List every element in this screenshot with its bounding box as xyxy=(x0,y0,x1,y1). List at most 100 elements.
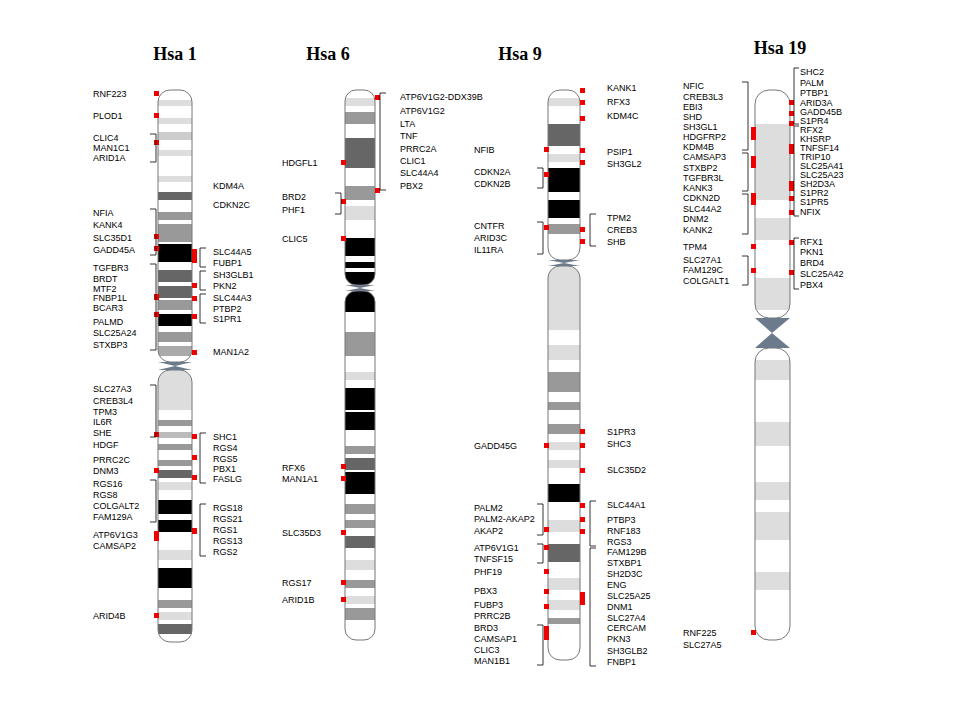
gene-label: TRIP10 xyxy=(800,152,831,162)
gene-label: CLIC5 xyxy=(282,234,308,244)
gene-label: SH3GLB1 xyxy=(213,270,254,280)
gene-label: RGS1 xyxy=(213,525,238,535)
gene-label: EBI3 xyxy=(683,102,703,112)
gene-label: GADD45G xyxy=(474,441,517,451)
gene-label: KANK3 xyxy=(683,183,713,193)
gene-brackets xyxy=(150,68,799,666)
centromere xyxy=(345,288,375,291)
gene-label: HDGF xyxy=(93,440,119,450)
gene-label: PRRC2B xyxy=(474,611,511,621)
gene-label: LTA xyxy=(400,119,415,129)
gene-label: SH3GLB2 xyxy=(607,646,648,656)
gene-label: CAMSAP1 xyxy=(474,634,517,644)
gene-label: SLC44A1 xyxy=(607,500,646,510)
gene-label: ARID1B xyxy=(282,595,315,605)
gene-label: CNTFR xyxy=(474,221,505,231)
gene-label: COLGALT2 xyxy=(93,501,139,511)
gene-label: FASLG xyxy=(213,474,242,484)
gene-label: PHF1 xyxy=(282,205,305,215)
chromosome-outline xyxy=(548,90,580,260)
gene-label: RFX1 xyxy=(800,237,823,247)
chromosome-outline xyxy=(345,90,375,285)
gene-label: SH2D3A xyxy=(800,179,835,189)
gene-label: MAN1B1 xyxy=(474,656,510,666)
gene-label: CREB3L3 xyxy=(683,92,723,102)
chromosome-arm xyxy=(755,348,790,640)
gene-label: S1PR5 xyxy=(800,197,829,207)
chromosome-title: Hsa 1 xyxy=(153,44,197,64)
locus-marks xyxy=(154,88,794,640)
gene-label: TGFBR3 xyxy=(93,263,129,273)
chromosome-title: Hsa 9 xyxy=(498,44,542,64)
gene-label: PALM xyxy=(800,78,824,88)
gene-label: CDKN2C xyxy=(213,200,250,210)
gene-label: RGS8 xyxy=(93,490,118,500)
chromosome-arm xyxy=(158,370,192,642)
gene-label: TPM3 xyxy=(93,407,117,417)
chromosome-title: Hsa 19 xyxy=(754,38,807,58)
gene-label: KANK4 xyxy=(93,220,123,230)
gene-label: HDGFL1 xyxy=(282,158,318,168)
gene-label: SH3GL2 xyxy=(607,159,642,169)
gene-label: SLC44A4 xyxy=(400,168,439,178)
gene-label: SLC44A5 xyxy=(213,247,252,257)
gene-label: TPM2 xyxy=(607,213,631,223)
gene-label: ATP6V1G2 xyxy=(400,106,445,116)
gene-label: TNF xyxy=(400,131,418,141)
gene-label: RGS13 xyxy=(213,536,243,546)
chromosome-arm xyxy=(158,90,192,362)
gene-label: KDM4A xyxy=(213,181,244,191)
gene-label: COLGALT1 xyxy=(683,276,729,286)
chromosome-title: Hsa 6 xyxy=(306,44,350,64)
gene-label: SHE xyxy=(93,428,112,438)
gene-label: SLC25A25 xyxy=(607,591,651,601)
gene-label: PTBP3 xyxy=(607,515,636,525)
gene-label: MTF2 xyxy=(93,284,117,294)
gene-label: PSIP1 xyxy=(607,147,633,157)
gene-label: BRD4 xyxy=(800,258,824,268)
gene-label: FNBP1 xyxy=(607,657,636,667)
gene-label: ARID3A xyxy=(800,98,833,108)
gene-label: FAM129C xyxy=(683,265,723,275)
gene-label: NFIC xyxy=(683,81,704,91)
centromere xyxy=(345,285,375,288)
gene-label: SLC35D3 xyxy=(282,528,321,538)
gene-label: PALMD xyxy=(93,317,123,327)
gene-label: PALM2 xyxy=(474,503,503,513)
gene-label: S1PR4 xyxy=(800,116,829,126)
gene-label: ARID4B xyxy=(93,611,126,621)
gene-label: CDKN2B xyxy=(474,179,511,189)
gene-label: RNF183 xyxy=(607,526,641,536)
centromere xyxy=(548,260,580,263)
gene-label: BRD2 xyxy=(282,192,306,202)
centromere xyxy=(755,318,790,333)
gene-label: IL11RA xyxy=(474,245,503,255)
gene-label: CAMSAP2 xyxy=(93,541,136,551)
gene-label: SLC27A1 xyxy=(683,255,722,265)
gene-label: FUBP1 xyxy=(213,258,242,268)
gene-label: RGS21 xyxy=(213,514,243,524)
gene-label: HDGFRP2 xyxy=(683,132,726,142)
gene-label: BCAR3 xyxy=(93,303,123,313)
gene-label: NFIX xyxy=(800,207,821,217)
gene-label: FAM129B xyxy=(607,547,647,557)
gene-label: CERCAM xyxy=(607,623,646,633)
gene-label: GADD45B xyxy=(800,107,842,117)
gene-label: PBX2 xyxy=(400,181,423,191)
gene-label: PBX3 xyxy=(474,586,497,596)
gene-label: RGS5 xyxy=(213,454,238,464)
chromosome-outline xyxy=(548,266,580,660)
gene-label: FNBP1L xyxy=(93,293,127,303)
gene-label: BRD3 xyxy=(474,623,498,633)
gene-label: RNF223 xyxy=(93,89,127,99)
centromere xyxy=(755,333,790,348)
gene-label: CLIC4 xyxy=(93,133,119,143)
gene-label: SLC27A5 xyxy=(683,640,722,650)
gene-label: PBX4 xyxy=(800,280,823,290)
gene-label: IL6R xyxy=(93,417,112,427)
gene-label: SLC25A42 xyxy=(800,269,844,279)
gene-label: CDKN2A xyxy=(474,167,511,177)
gene-label: CDKN2D xyxy=(683,193,720,203)
gene-label: PKN3 xyxy=(607,634,631,644)
gene-label: KANK2 xyxy=(683,225,713,235)
